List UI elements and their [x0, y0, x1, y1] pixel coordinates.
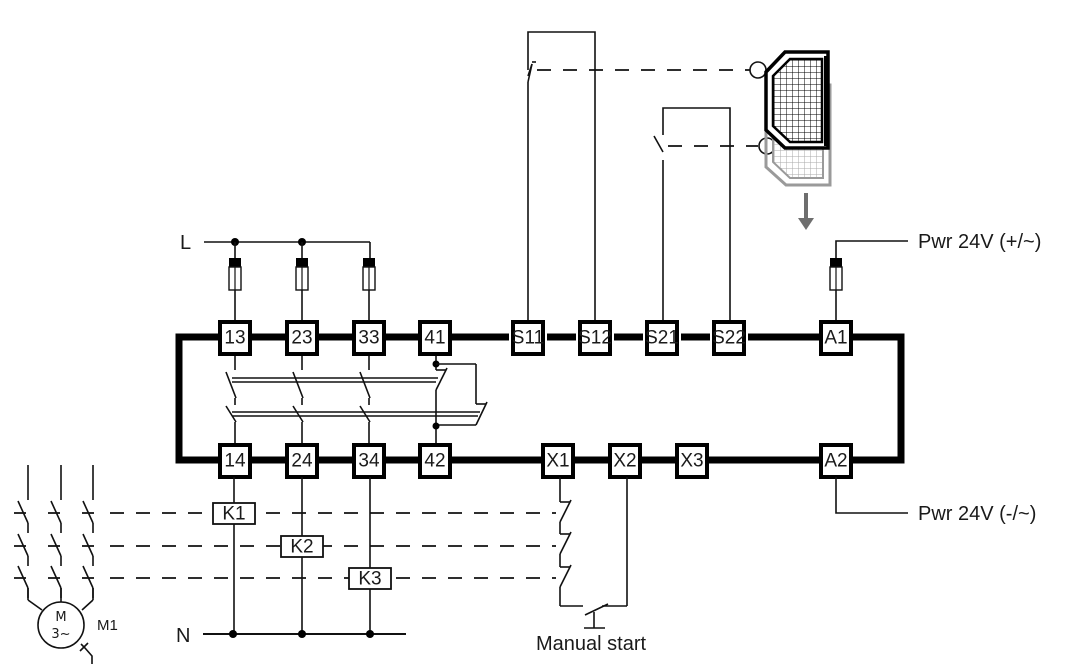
terminal-label: A1 — [824, 328, 847, 349]
power-plus-label: Pwr 24V (+/~) — [918, 231, 1041, 253]
contact-blade — [17, 565, 29, 589]
contact-blade — [17, 533, 29, 557]
relay-housing — [175, 333, 905, 464]
contact-blade — [50, 533, 62, 557]
terminal-label: 33 — [358, 328, 379, 349]
fuse-icon — [829, 258, 843, 291]
terminal-label: X1 — [546, 451, 569, 472]
fuses — [228, 258, 843, 320]
junction-dot — [366, 630, 374, 638]
top-terminal-row: 13 23 33 41 S11 S12 S21 S22 A1 — [218, 320, 853, 356]
coil-k3: K3 — [348, 567, 392, 590]
fuse-icon — [362, 258, 376, 320]
bottom-terminal-row: 14 24 34 42 X1 X2 X3 A2 — [218, 443, 853, 479]
terminal-41: 41 — [418, 320, 452, 356]
junction-dot — [298, 630, 306, 638]
terminal-label: 34 — [358, 451, 380, 472]
terminal-label: S12 — [578, 328, 612, 349]
coil-label: K2 — [290, 537, 313, 558]
terminal-s12: S12 — [578, 320, 612, 356]
motor-symbol-phase: 3~ — [51, 627, 70, 642]
terminal-s22: S22 — [712, 320, 746, 356]
terminal-label: X3 — [680, 451, 703, 472]
junction-dot — [229, 630, 237, 638]
motor-icon — [37, 601, 85, 649]
contact-blade — [17, 500, 29, 524]
terminal-13: 13 — [218, 320, 252, 356]
output-coil-circuit: N — [14, 477, 556, 647]
roller-icon — [749, 61, 767, 79]
neutral-label: N — [176, 625, 190, 647]
terminal-s21: S21 — [645, 320, 679, 356]
manual-start-label: Manual start — [536, 633, 646, 655]
contact-blade — [82, 500, 94, 524]
power-supply-wiring: Pwr 24V (+/~) Pwr 24V (-/~) — [835, 231, 1041, 525]
line-supply: L — [180, 232, 371, 258]
junction-dot — [432, 422, 440, 430]
down-arrow-head — [798, 218, 814, 230]
terminal-label: 24 — [291, 451, 313, 472]
terminal-label: A2 — [824, 451, 847, 472]
terminal-label: X2 — [613, 451, 636, 472]
terminal-label: 23 — [291, 328, 312, 349]
contact-blade — [82, 565, 94, 589]
terminal-24: 24 — [285, 443, 319, 479]
terminal-label: 41 — [424, 328, 445, 349]
terminal-x1: X1 — [541, 443, 575, 479]
terminal-a2: A2 — [819, 443, 853, 479]
contact-blade — [82, 533, 94, 557]
coil-k2: K2 — [280, 535, 324, 558]
terminal-label: S22 — [712, 328, 746, 349]
coil-label: K1 — [222, 504, 245, 525]
terminal-42: 42 — [418, 443, 452, 479]
terminal-a1: A1 — [819, 320, 853, 356]
motor-name-label: M1 — [97, 617, 118, 634]
coil-label: K3 — [358, 569, 381, 590]
terminal-label: 13 — [224, 328, 245, 349]
fuse-icon — [295, 258, 309, 320]
safety-guard-door-icon — [764, 50, 832, 230]
motor-circuit: M 3~ M1 — [17, 465, 118, 664]
contact-blade — [50, 500, 62, 524]
terminal-33: 33 — [352, 320, 386, 356]
terminal-label: S21 — [645, 328, 679, 349]
power-minus-label: Pwr 24V (-/~) — [918, 503, 1036, 525]
guard-interlock-switches — [527, 31, 776, 320]
terminal-label: S11 — [512, 328, 544, 349]
terminal-label: 14 — [224, 451, 246, 472]
terminal-23: 23 — [285, 320, 319, 356]
coil-k1: K1 — [212, 502, 256, 525]
terminal-s11: S11 — [511, 320, 545, 356]
fuse-icon — [228, 258, 242, 320]
motor-symbol-m: M — [55, 610, 66, 625]
terminal-34: 34 — [352, 443, 386, 479]
terminal-label: 42 — [424, 451, 445, 472]
contact-blade — [50, 565, 62, 589]
terminal-14: 14 — [218, 443, 252, 479]
terminal-x3: X3 — [675, 443, 709, 479]
feedback-loop: Manual start — [536, 477, 646, 655]
internal-relay-contacts — [225, 354, 488, 443]
line-label: L — [180, 232, 191, 254]
terminal-x2: X2 — [608, 443, 642, 479]
